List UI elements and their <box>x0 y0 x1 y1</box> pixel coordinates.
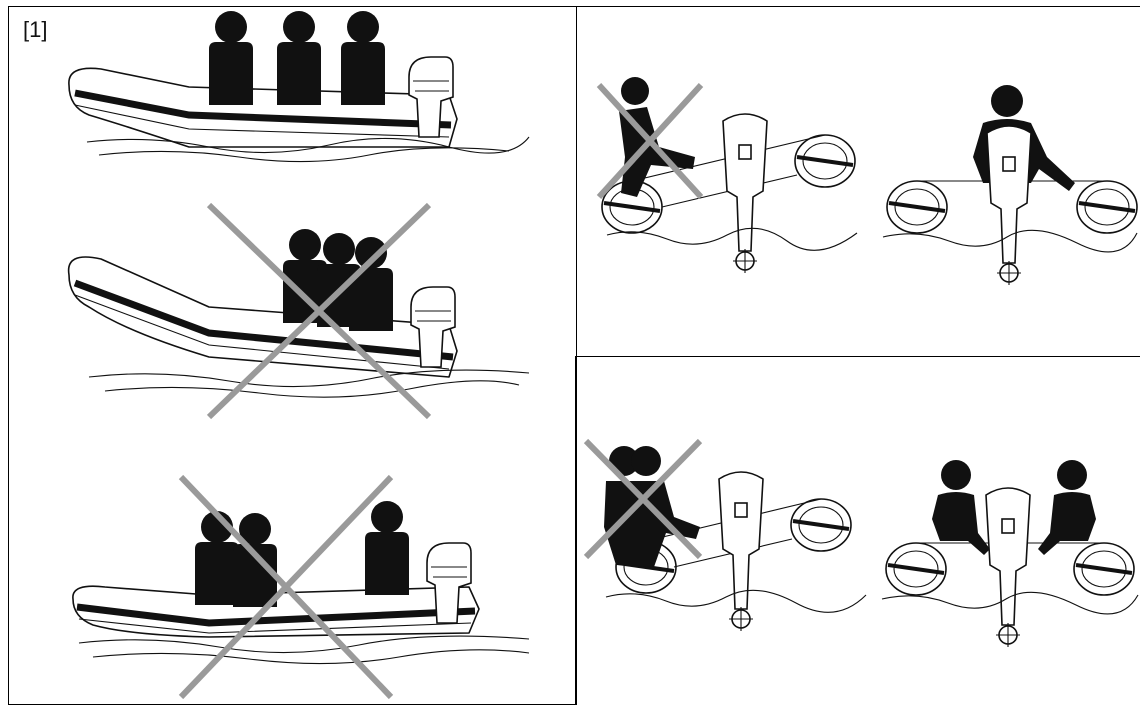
rear-view-pair-illustrations <box>576 357 1140 706</box>
boat-wrong-forward <box>69 205 529 417</box>
rear-view-pair-panel <box>575 356 1140 705</box>
rear-correct-pair <box>882 460 1138 647</box>
rear-wrong-pair <box>586 441 866 631</box>
boat-correct <box>69 11 529 162</box>
rear-view-single-panel <box>577 6 1140 357</box>
boat-wrong-uneven <box>73 477 529 697</box>
rear-correct-single <box>883 85 1137 285</box>
side-view-illustrations <box>9 7 578 706</box>
rear-view-single-illustrations <box>577 7 1140 358</box>
rear-wrong-single <box>599 77 857 273</box>
side-view-panel: [1] <box>8 6 577 705</box>
